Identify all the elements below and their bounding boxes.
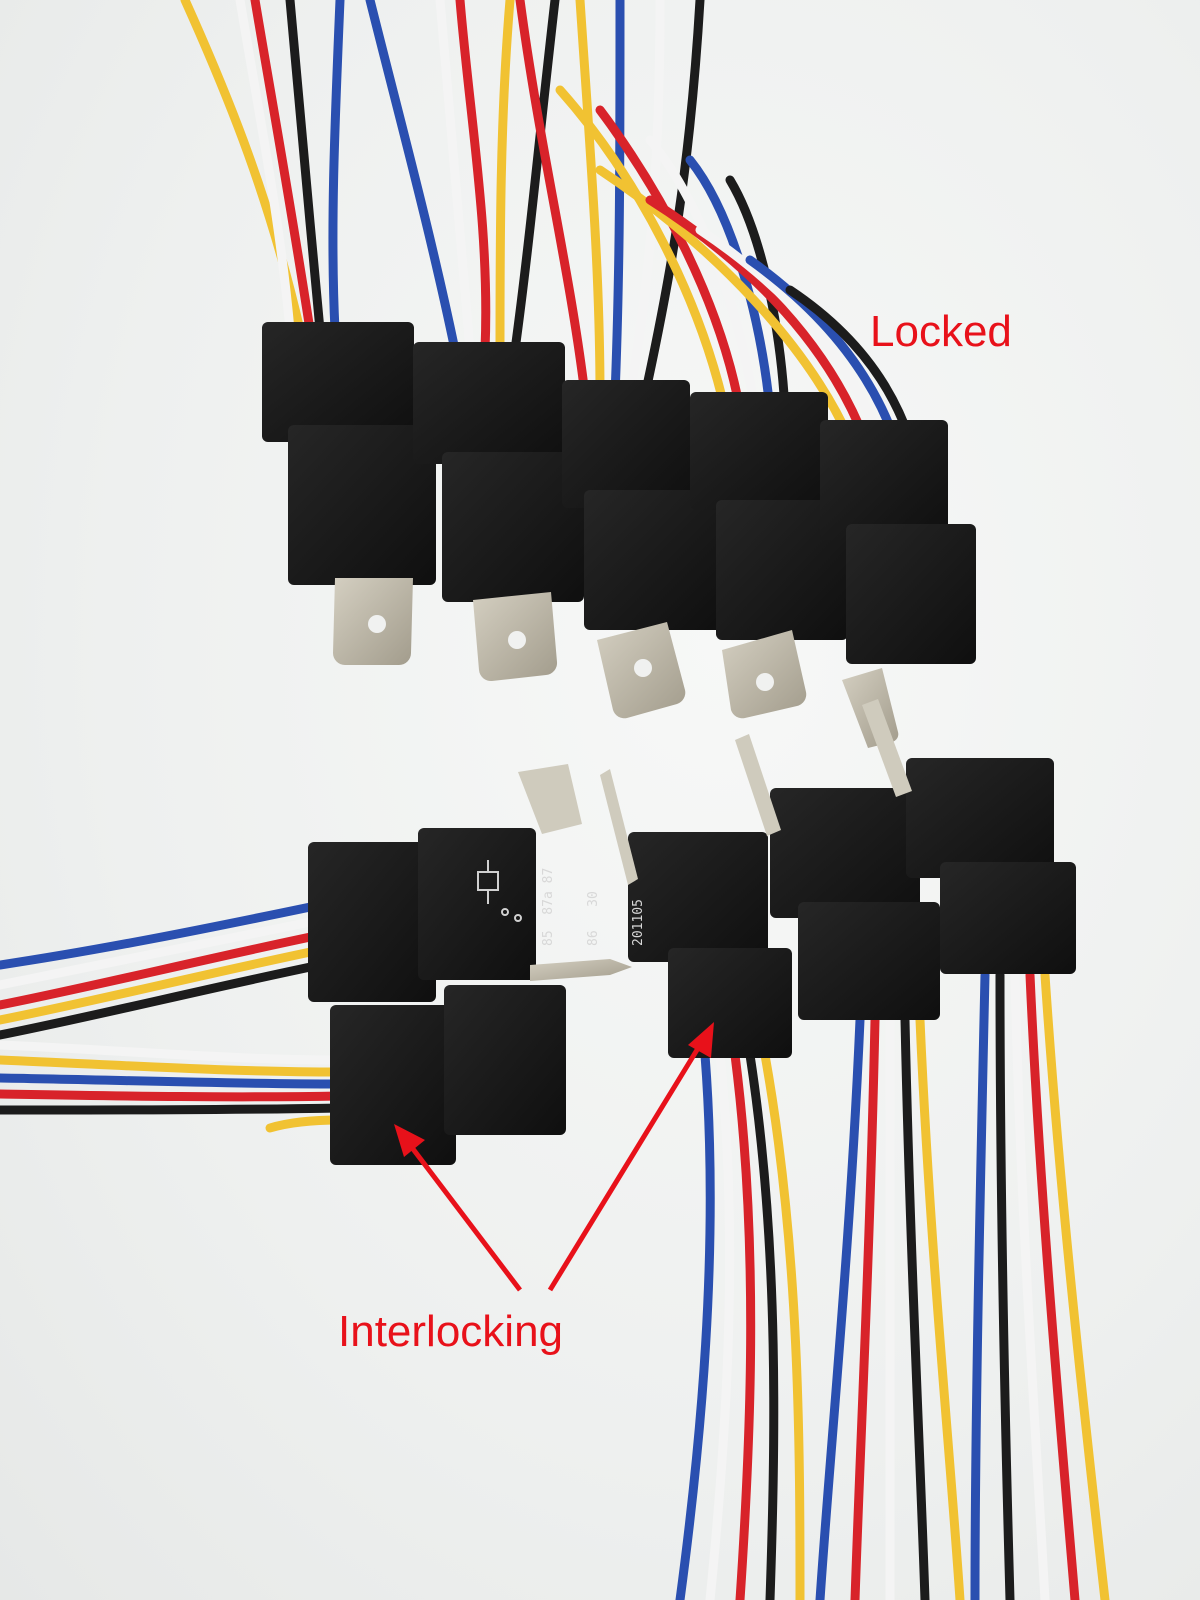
relay-schematic <box>477 860 522 922</box>
top-relay-row <box>262 322 976 748</box>
bottom-left-relays <box>308 764 632 1165</box>
relay-top-1 <box>262 322 436 665</box>
bottom-right-relays <box>600 699 1076 1058</box>
relay-top-3 <box>562 380 724 719</box>
interlocking-label: Interlocking <box>338 1307 564 1356</box>
relay-marking-text: 85 87a 87 86 30 201105 <box>512 868 676 946</box>
annotation-arrows <box>394 1022 714 1292</box>
top-wire-bundle <box>180 0 915 445</box>
locked-label: Locked <box>870 307 1012 356</box>
relay-marking-line-3: 201105 <box>630 899 646 946</box>
relay-marking-line-2: 86 30 <box>585 891 601 946</box>
bottom-wire-bundle <box>675 970 1110 1600</box>
relay-top-2 <box>413 342 584 682</box>
relay-marking-line-1: 85 87a 87 <box>540 867 556 946</box>
left-wire-bundle <box>0 900 345 1133</box>
relay-top-4 <box>690 392 848 719</box>
